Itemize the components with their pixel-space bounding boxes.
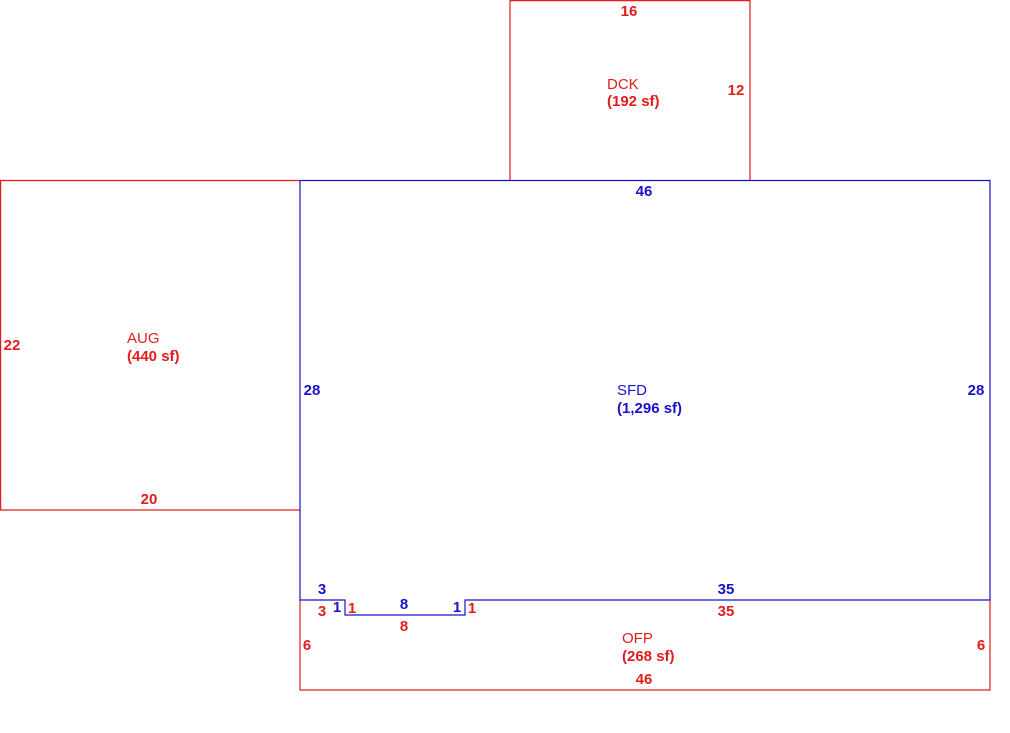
dimension-dck-right: 12 (728, 82, 745, 99)
dimension-sfd-right: 28 (968, 382, 985, 399)
dimension-ofp-notch: 8 (400, 618, 408, 635)
dimension-sfd-notch: 8 (400, 596, 408, 613)
dimension-ofp-step-right: 1 (468, 600, 476, 617)
dimension-ofp-left: 6 (303, 637, 311, 654)
aug-outline (0, 179, 300, 511)
dimension-ofp-step-left: 1 (348, 600, 356, 617)
dimension-sfd-bottom-left: 3 (318, 581, 326, 598)
aug-area-size: (440 sf) (127, 348, 180, 365)
dimension-sfd-top: 46 (636, 183, 653, 200)
ofp-outline (299, 600, 991, 691)
dimension-aug-left: 22 (4, 337, 21, 354)
dimension-sfd-step-right: 1 (453, 599, 461, 616)
dimension-ofp-top-right: 35 (718, 603, 735, 620)
dimension-ofp-right: 6 (977, 637, 985, 654)
dck-area-name: DCK (607, 76, 639, 93)
dimension-sfd-step-left: 1 (333, 599, 341, 616)
sfd-area-size: (1,296 sf) (617, 400, 682, 417)
ofp-area-size: (268 sf) (622, 648, 675, 665)
ofp-area-name: OFP (622, 630, 653, 647)
dck-outline (509, 0, 751, 180)
sfd-area-name: SFD (617, 382, 647, 399)
sfd-outline (299, 179, 991, 616)
dimension-sfd-left: 28 (304, 382, 321, 399)
aug-area-name: AUG (127, 330, 160, 347)
dimension-sfd-bottom-right: 35 (718, 581, 735, 598)
dck-area-size: (192 sf) (607, 93, 660, 110)
dimension-ofp-bottom: 46 (636, 671, 653, 688)
dimension-aug-bottom: 20 (141, 491, 158, 508)
dimension-dck-top: 16 (621, 3, 638, 20)
dimension-ofp-top-left: 3 (318, 603, 326, 620)
